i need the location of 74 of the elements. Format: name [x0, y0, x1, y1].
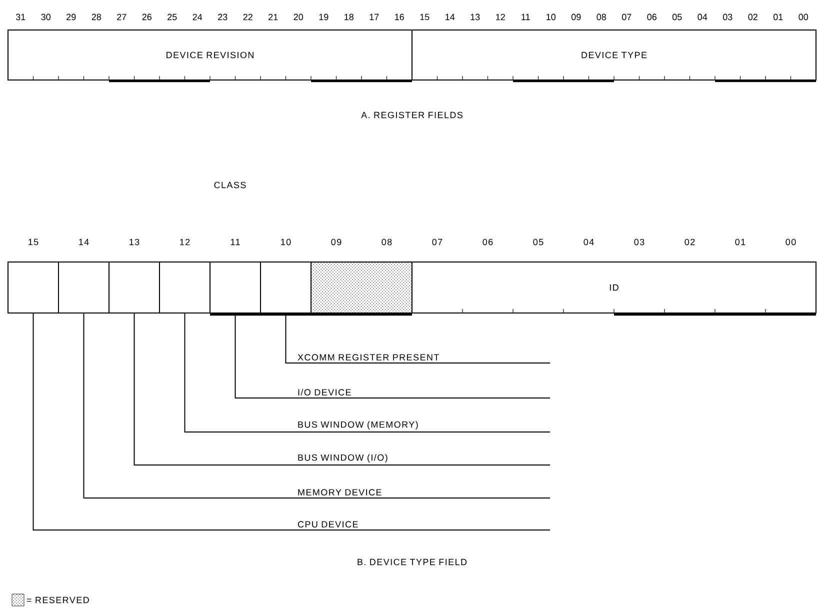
bit-number: 00 [798, 14, 808, 20]
bit-number: 14 [446, 14, 455, 20]
bit-number: 19 [319, 14, 328, 20]
bit-number: 23 [218, 14, 228, 20]
bit-number: 01 [773, 14, 783, 20]
bit-number: 10 [281, 238, 291, 246]
bit-number: 09 [331, 238, 342, 246]
bit-number: 01 [735, 238, 746, 246]
bit-number: 21 [268, 14, 278, 20]
bit-label: BUS WINDOW (I/O) [298, 454, 388, 462]
bit-box [159, 262, 210, 314]
bit-number: 04 [698, 14, 708, 20]
bit-number: 02 [684, 238, 695, 246]
bit-number: 25 [168, 14, 177, 20]
legend-text: = RESERVED [26, 596, 89, 604]
field-box: DEVICE REVISION [8, 30, 412, 80]
bit-number: 24 [192, 14, 202, 20]
bit-number: 27 [117, 14, 126, 20]
bit-label: XCOMM REGISTER PRESENT [298, 354, 439, 360]
bit-box [58, 262, 110, 314]
bit-number: 15 [420, 14, 430, 20]
field-box: ID [412, 262, 816, 314]
bit-number: 07 [622, 14, 632, 20]
caption: A. REGISTER FIELDS [361, 112, 462, 118]
bit-number: 28 [92, 14, 101, 20]
bit-label: CPU DEVICE [298, 521, 358, 528]
bit-number: 12 [180, 238, 190, 246]
bit-number: 12 [496, 14, 505, 20]
bit-number: 20 [294, 14, 304, 20]
group-label: CLASS [214, 182, 246, 188]
bit-number: 13 [130, 238, 140, 246]
bit-number: 30 [41, 14, 51, 20]
bit-label: I/O DEVICE [298, 388, 351, 396]
leader-line [134, 313, 550, 466]
bit-number: 15 [28, 238, 38, 246]
bit-number: 26 [142, 14, 152, 20]
field-box: DEVICE TYPE [412, 30, 816, 80]
bit-number: 14 [79, 238, 89, 246]
bit-number: 05 [533, 238, 544, 246]
bit-label: MEMORY DEVICE [298, 489, 382, 496]
bit-number: 00 [786, 238, 796, 246]
bit-number: 22 [243, 14, 252, 20]
bit-number: 11 [522, 14, 530, 20]
bit-number: 10 [546, 14, 556, 20]
bit-number: 08 [596, 14, 606, 20]
bit-box [260, 262, 312, 314]
bit-number: 03 [634, 238, 644, 246]
leader-line [234, 313, 550, 398]
bit-number: 06 [647, 14, 656, 20]
bit-number: 02 [748, 14, 758, 20]
bit-number: 05 [672, 14, 682, 20]
bit-number: 16 [395, 14, 404, 20]
bit-label: BUS WINDOW (MEMORY) [298, 421, 418, 430]
leader-line [285, 313, 550, 364]
bit-box [210, 262, 261, 314]
bit-number: 08 [382, 238, 392, 246]
reserved-box [310, 262, 412, 314]
leader-line [83, 313, 550, 498]
bit-number: 29 [66, 14, 76, 20]
bit-box [8, 262, 59, 314]
caption: B. DEVICE TYPE FIELD [358, 558, 467, 566]
bit-number: 18 [344, 14, 354, 20]
bit-number: 17 [370, 14, 379, 20]
bit-box [108, 262, 160, 314]
bit-number: 07 [432, 238, 442, 246]
bit-number: 13 [470, 14, 480, 20]
leader-line [32, 313, 550, 530]
bit-number: 31 [16, 14, 26, 20]
leader-line [184, 313, 550, 432]
bit-number: 03 [722, 14, 732, 20]
bit-number: 04 [584, 238, 594, 246]
bit-number: 09 [571, 14, 581, 20]
bit-number: 11 [230, 238, 240, 246]
bit-number: 06 [482, 238, 493, 246]
